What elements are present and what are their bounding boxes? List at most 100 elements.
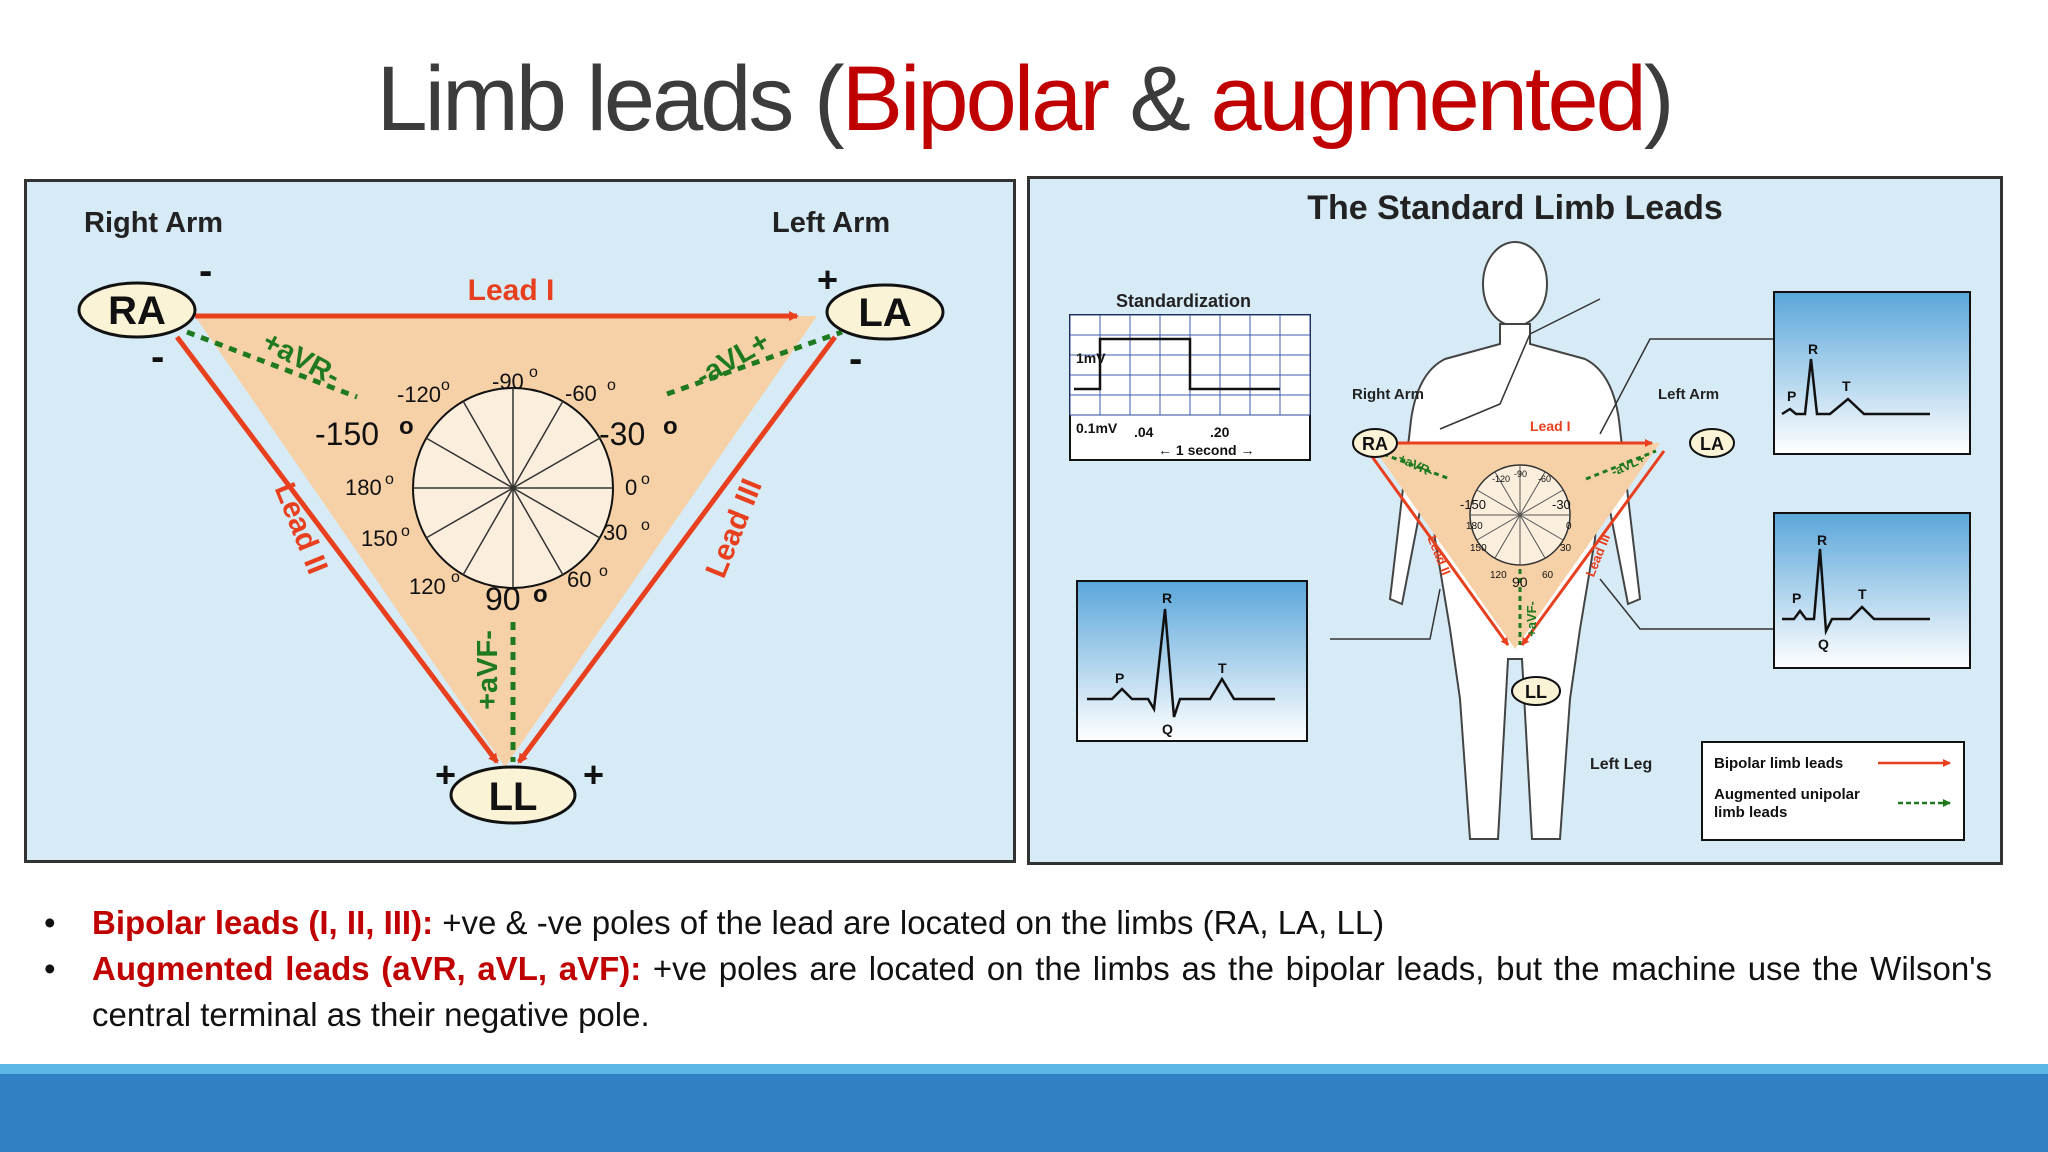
bullet-list: • Bipolar leads (I, II, III): +ve & -ve p… (40, 900, 1992, 1038)
la-electrode (825, 283, 945, 341)
bullet-bold: Bipolar leads (I, II, III): (92, 904, 434, 941)
avr-line-small (1374, 449, 1451, 481)
one-second-label: ← 1 second → (1158, 442, 1254, 458)
ecg-strip-lead-i: P R T (1773, 291, 1971, 455)
legend-bipolar-label: Bipolar limb leads (1714, 755, 1843, 772)
small-angle-120: 120 (1490, 570, 1507, 581)
angle-150: 150 (361, 526, 398, 551)
degree-mark: o (385, 471, 394, 488)
lead-iii-arrow (516, 335, 838, 764)
legend-augmented-label-1: Augmented unipolar (1714, 786, 1860, 803)
ra-label: RA (108, 289, 166, 333)
degree-mark: o (533, 581, 548, 608)
footer-bar (0, 1074, 2048, 1152)
point1-mv-label: 0.1mV (1076, 420, 1118, 436)
ecg-strip-lead-iii: P R Q T (1773, 512, 1971, 669)
einthoven-triangle-panel: Right Arm Left Arm RA LA LL Lead I Lead … (24, 179, 1016, 863)
left-arm-label: Left Arm (772, 207, 890, 239)
small-angle-180: 180 (1466, 521, 1483, 532)
angle-m60: -60 (565, 381, 597, 406)
small-angle-m150: -150 (1460, 497, 1486, 512)
t04-label: .04 (1134, 424, 1154, 440)
ll-label: LL (489, 775, 538, 819)
t20-label: .20 (1210, 424, 1230, 440)
lead-iii-label: Lead III (700, 474, 769, 582)
angle-m30: -30 (599, 416, 645, 452)
footer-accent-line (0, 1064, 2048, 1074)
standardization-label: Standardization (1116, 291, 1251, 311)
right-arm-small-label: Right Arm (1352, 386, 1424, 403)
angle-90: 90 (485, 581, 521, 617)
hexaxial-circle (412, 387, 614, 589)
wave-t-label: T (1842, 378, 1851, 394)
small-angle-labels: -150 -30 180 0 150 30 120 90 60 -120 -90… (1460, 469, 1572, 590)
wave-q-label: Q (1162, 721, 1173, 737)
la-small-label: LA (1700, 434, 1724, 454)
title-text-1: Limb leads ( (376, 48, 845, 150)
wave-t-label: T (1858, 586, 1867, 602)
wave-t-label: T (1218, 660, 1227, 676)
lead-i-small-label: Lead I (1530, 418, 1570, 434)
legend-augmented-label-2: limb leads (1714, 804, 1787, 821)
standardization-box: Standardization 1mV 0.1mV .04 .20 ← 1 se… (1069, 291, 1311, 461)
bullet-text: +ve & -ve poles of the lead are located … (433, 904, 1385, 941)
degree-mark: o (641, 517, 650, 534)
angle-30: 30 (603, 520, 627, 545)
wave-r-label: R (1817, 532, 1827, 548)
la-plus: + (817, 259, 838, 300)
bullet-item-augmented: •Augmented leads (aVR, aVL, aVF): +ve po… (40, 946, 1992, 1038)
ra-minus-top: - (199, 249, 212, 293)
lead-ii-arrow-small (1366, 450, 1510, 646)
bullet-marker: • (44, 950, 56, 987)
left-arm-small-label: Left Arm (1658, 386, 1719, 403)
la-minus: - (849, 337, 862, 381)
right-panel-title: The Standard Limb Leads (1307, 189, 1723, 227)
small-angle-60: 60 (1542, 570, 1554, 581)
small-angle-0: 0 (1566, 521, 1572, 532)
right-arm-label: Right Arm (84, 207, 223, 239)
ll-small-label: LL (1525, 682, 1547, 702)
one-mv-label: 1mV (1076, 350, 1106, 366)
small-angle-90: 90 (1512, 574, 1528, 590)
wave-q-label: Q (1818, 636, 1829, 652)
degree-mark: o (401, 523, 410, 540)
ll-small-electrode (1511, 676, 1561, 706)
title-bipolar: Bipolar (841, 48, 1110, 150)
ll-plus-right: + (583, 754, 604, 795)
legend: Bipolar limb leads Augmented unipolar li… (1701, 741, 1965, 841)
wave-r-label: R (1162, 590, 1172, 606)
small-angle-m60: -60 (1538, 474, 1551, 484)
small-angle-150: 150 (1470, 543, 1487, 554)
ll-plus-left: + (435, 754, 456, 795)
la-label: LA (858, 291, 911, 335)
degree-mark: o (441, 377, 450, 394)
title-amp: & (1107, 48, 1211, 150)
ra-electrode (77, 281, 197, 339)
angle-m150: -150 (315, 416, 379, 452)
lead-i-label: Lead I (468, 274, 555, 307)
angle-60: 60 (567, 567, 591, 592)
wave-r-label: R (1808, 341, 1818, 357)
degree-mark: o (451, 569, 460, 586)
avl-line-small (1585, 449, 1657, 481)
small-angle-30: 30 (1560, 543, 1572, 554)
degree-mark: o (641, 471, 650, 488)
wave-p-label: P (1792, 590, 1801, 606)
lead-iii-arrow-small (1520, 450, 1666, 646)
la-small-electrode (1689, 428, 1735, 458)
degree-mark: o (399, 413, 414, 440)
angle-180: 180 (345, 475, 382, 500)
small-angle-m90: -90 (1514, 469, 1527, 479)
avf-label: +aVF- (472, 630, 504, 710)
wave-p-label: P (1787, 388, 1796, 404)
angle-labels: -120 -90 -60 -150 -30 180 0 150 30 120 9… (315, 364, 678, 617)
lead-ii-arrow (175, 335, 499, 764)
einthoven-triangle-diagram: Right Arm Left Arm RA LA LL Lead I Lead … (77, 207, 945, 825)
bullet-marker: • (44, 904, 56, 941)
small-hexaxial-circle (1469, 464, 1571, 566)
small-angle-m120: -120 (1492, 474, 1510, 484)
left-leg-label: Left Leg (1590, 756, 1652, 773)
degree-mark: o (529, 364, 538, 381)
ra-small-electrode (1352, 428, 1398, 458)
avr-line (186, 329, 358, 400)
